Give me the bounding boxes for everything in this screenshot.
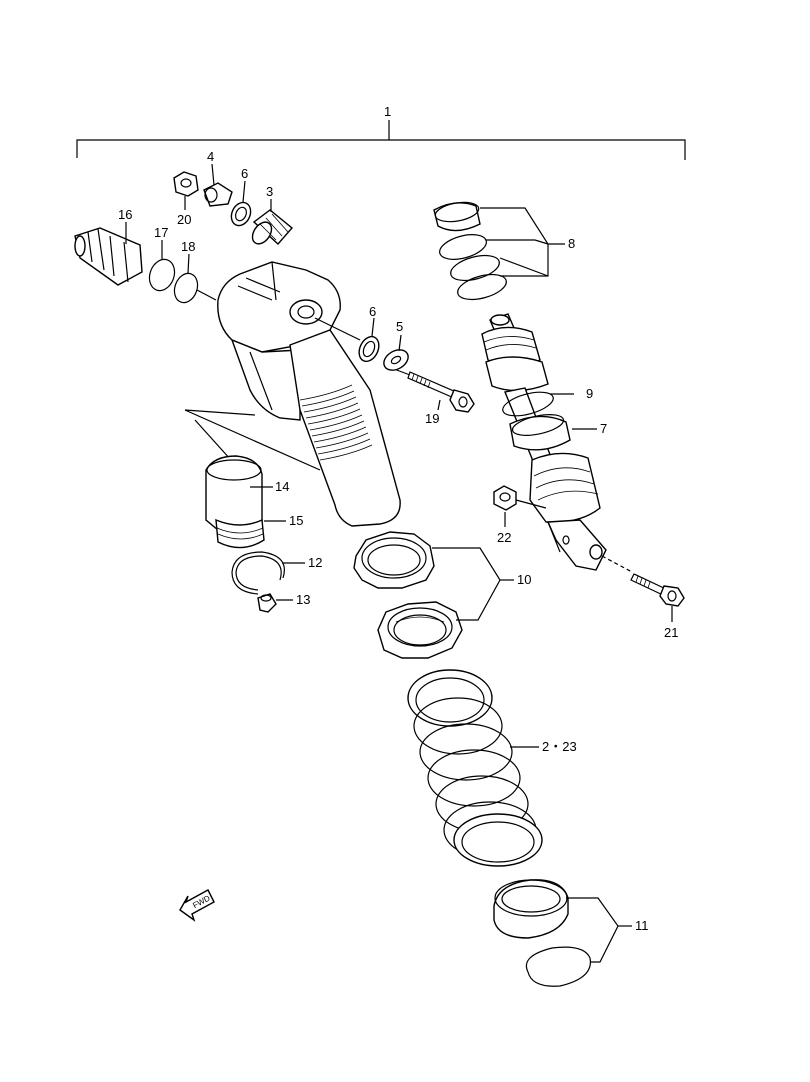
callout-7: 7 (600, 421, 607, 436)
part-11-seat: 11 (493, 879, 649, 987)
part-17-oring: 17 (148, 225, 176, 292)
part-14-cap: 14 (205, 455, 289, 533)
callout-21: 21 (664, 625, 678, 640)
callout-13: 13 (296, 592, 310, 607)
part-12-circlip: 12 (231, 551, 322, 595)
part-19-bolt: 19 (407, 371, 475, 426)
part-21-bolt: 21 (630, 573, 685, 640)
part-2-23-spring: 2・23 (407, 669, 577, 867)
assembly-bracket: 1 (76, 104, 686, 160)
callout-16: 16 (118, 207, 132, 222)
callout-1: 1 (384, 104, 391, 119)
callout-18: 18 (181, 239, 195, 254)
callout-3: 3 (266, 184, 273, 199)
part-16-adjuster: 16 (74, 207, 143, 286)
part-20-nut: 20 (173, 171, 199, 227)
damper-rod-assembly: 9 7 (481, 313, 633, 573)
callout-9: 9 (586, 386, 593, 401)
part-3-bearing: 3 (251, 184, 294, 246)
fwd-arrow-icon: FWD (179, 889, 215, 922)
part-13-valve: 13 (257, 592, 310, 613)
callout-14: 14 (275, 479, 289, 494)
part-10-locknuts: 10 (353, 531, 531, 659)
callout-19: 19 (425, 411, 439, 426)
part-15-bladder: 15 (215, 513, 303, 549)
callout-4: 4 (207, 149, 214, 164)
callout-22: 22 (497, 530, 511, 545)
callout-15: 15 (289, 513, 303, 528)
callout-6b: 6 (369, 304, 376, 319)
callout-10: 10 (517, 572, 531, 587)
part-18-oring: 18 (173, 239, 217, 304)
callout-5: 5 (396, 319, 403, 334)
callout-6a: 6 (241, 166, 248, 181)
shock-body (217, 261, 411, 527)
callout-11: 11 (635, 918, 649, 933)
part-6-seal-right: 6 (358, 304, 380, 363)
part-8-rings: 8 (433, 201, 575, 301)
part-5-washer: 5 (383, 319, 409, 371)
part-4-collar: 4 (203, 149, 233, 207)
part-22-nut: 22 (493, 485, 547, 545)
part-6-seal-top: 6 (230, 166, 252, 227)
callout-20: 20 (177, 212, 191, 227)
callout-8: 8 (568, 236, 575, 251)
callout-12: 12 (308, 555, 322, 570)
callout-17: 17 (154, 225, 168, 240)
callout-2-23: 2・23 (542, 739, 577, 754)
